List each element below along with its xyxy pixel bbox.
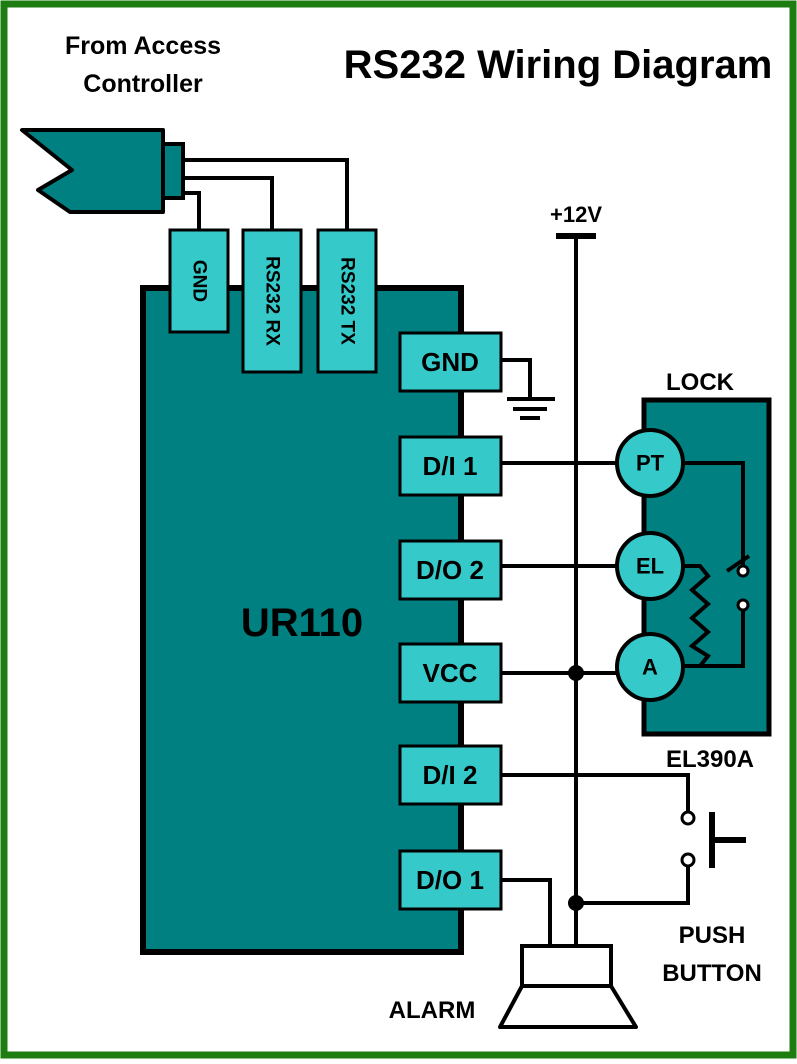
side-pin-di1-label: D/I 1 — [423, 451, 478, 481]
lock-terminal-pt-label: PT — [636, 451, 665, 476]
lock-terminal-pt: PT — [615, 428, 685, 498]
side-pin-do2-label: D/O 2 — [416, 555, 484, 585]
top-pin-rs232-rx-label: RS232 RX — [262, 256, 283, 346]
side-pin-di2-label: D/I 2 — [423, 760, 478, 790]
lock-terminal-a: A — [615, 632, 685, 702]
side-pin-vcc: VCC — [398, 642, 503, 704]
diagram-title: RS232 Wiring Diagram — [344, 43, 773, 87]
lock-internal-circuit — [683, 461, 751, 668]
push-button-label-line2: BUTTON — [662, 960, 762, 987]
side-pin-di1: D/I 1 — [398, 435, 503, 497]
side-pin-gnd: GND — [398, 331, 503, 393]
junction-push-button — [568, 895, 584, 911]
side-pin-di2: D/I 2 — [398, 744, 503, 806]
side-pin-do1: D/O 1 — [398, 849, 503, 911]
side-pin-vcc-label: VCC — [423, 658, 478, 688]
ground-wire — [501, 358, 532, 397]
lock-switch-contact-bottom — [736, 598, 750, 612]
alarm-label: ALARM — [389, 997, 476, 1024]
lock-terminal-a-label: A — [642, 655, 658, 680]
source-label-line1: From Access — [65, 32, 221, 60]
top-pin-rs232-tx: RS232 TX — [316, 228, 378, 374]
side-pin-gnd-label: GND — [421, 347, 479, 377]
side-pin-do2: D/O 2 — [398, 539, 503, 601]
top-pin-gnd-label: GND — [189, 260, 210, 302]
supply-label: +12V — [550, 202, 602, 227]
rs232-wires — [183, 158, 349, 230]
push-button-label-line1: PUSH — [679, 922, 746, 949]
signal-wires — [501, 461, 690, 946]
push-button-icon — [680, 810, 746, 868]
top-pin-rs232-tx-label: RS232 TX — [337, 257, 358, 345]
alarm-speaker-icon — [498, 944, 638, 1029]
junction-vcc — [568, 665, 584, 681]
lock-terminal-el: EL — [615, 531, 685, 601]
lock-title: LOCK — [666, 369, 735, 396]
ground-icon — [507, 397, 555, 420]
lock-switch-contact-top — [736, 564, 750, 578]
top-pin-gnd: GND — [168, 228, 230, 334]
controller-name: UR110 — [241, 601, 363, 645]
connector-plug-icon — [20, 128, 165, 214]
lock-terminal-el-label: EL — [636, 554, 664, 579]
connector-plug-tip — [161, 142, 185, 200]
source-label-line2: Controller — [83, 70, 203, 98]
top-pin-rs232-rx: RS232 RX — [241, 228, 303, 374]
lock-model: EL390A — [666, 746, 754, 773]
side-pin-do1-label: D/O 1 — [416, 865, 484, 895]
